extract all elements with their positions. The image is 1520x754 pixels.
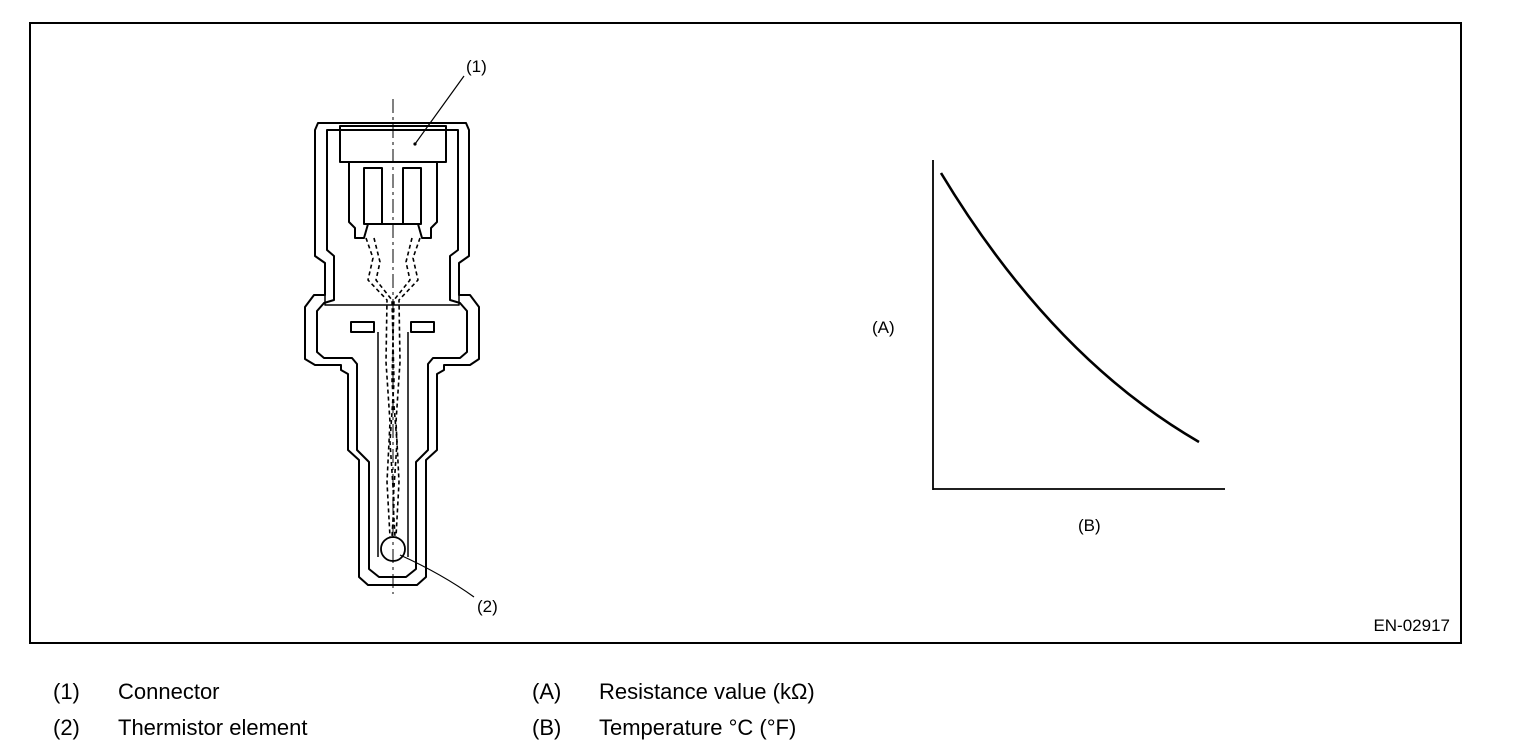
legend-text-b: Temperature °C (°F)	[599, 715, 797, 740]
legend-key-1: (1)	[53, 679, 80, 704]
connector-cavity	[339, 125, 447, 163]
graph-x-label: (B)	[1078, 516, 1101, 535]
terminal-pin-right	[402, 167, 422, 225]
callout-thermistor: (2)	[477, 597, 498, 616]
legend-key-2: (2)	[53, 715, 80, 740]
thermistor-bead	[380, 536, 406, 562]
figure-id: EN-02917	[1373, 616, 1450, 635]
wire-left-2	[373, 237, 395, 538]
inner-seat-left	[350, 321, 375, 333]
terminal-pin-left	[363, 167, 383, 225]
wire-right-2	[391, 237, 413, 538]
probe-bore	[377, 332, 409, 557]
leader-connector-dot	[413, 142, 417, 146]
leader-connector	[414, 75, 465, 145]
housing-inner	[348, 162, 438, 239]
graph-curve	[939, 172, 1200, 444]
sensor-diagram	[304, 75, 1225, 598]
resistance-temperature-graph	[932, 160, 1225, 490]
legend-text-1: Connector	[118, 679, 220, 704]
sensor-body-inner	[316, 129, 468, 578]
graph-y-label: (A)	[872, 318, 895, 337]
sensor-body-outline	[304, 122, 480, 586]
legend-key-a: (A)	[532, 679, 562, 704]
callout-connector: (1)	[466, 57, 487, 76]
figure-frame: (1) (2) (A) (B) EN-02917	[29, 22, 1462, 644]
inner-seat-right	[410, 321, 435, 333]
legend-text-a: Resistance value (kΩ)	[599, 679, 815, 704]
legend-key-b: (B)	[532, 715, 562, 740]
wire-right	[395, 237, 421, 538]
legend-text-2: Thermistor element	[118, 715, 308, 740]
leader-thermistor	[399, 554, 475, 598]
wire-left	[365, 237, 391, 538]
